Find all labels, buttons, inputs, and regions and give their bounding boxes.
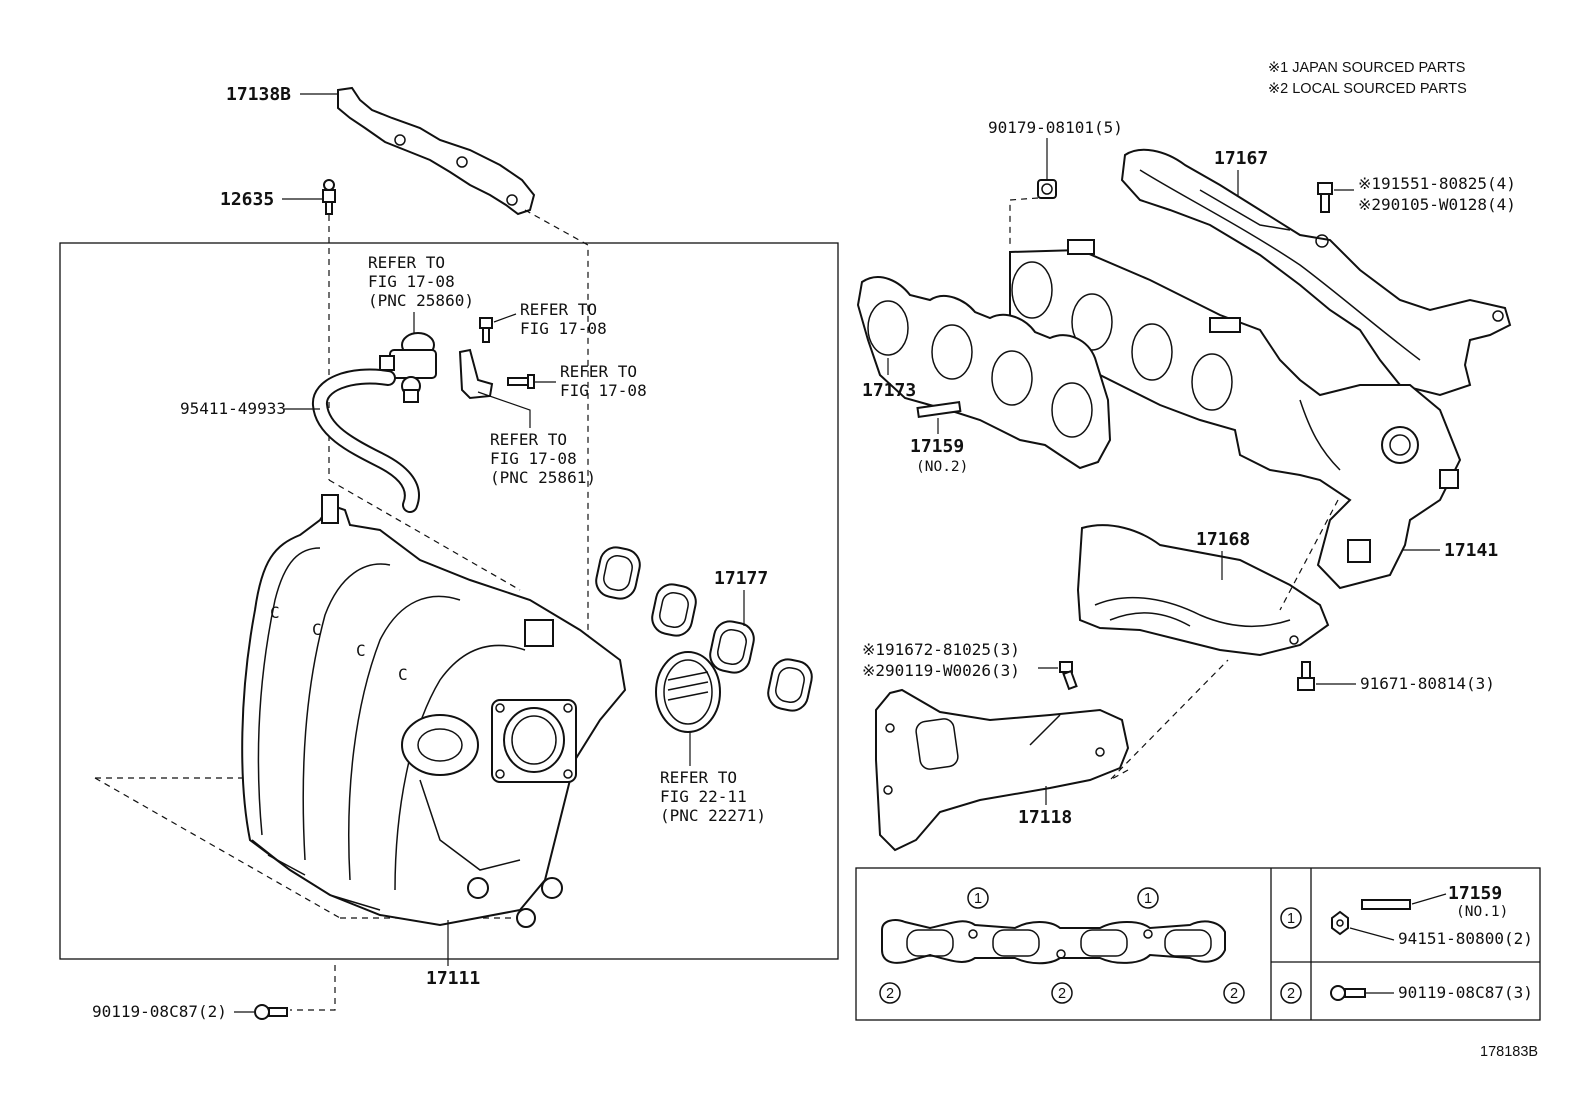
- refer-fig-17-08-screw[interactable]: REFER TO FIG 17-08: [560, 362, 647, 400]
- svg-text:2: 2: [1058, 986, 1066, 1002]
- part-12635-fitting[interactable]: [322, 179, 336, 215]
- label-17111: 17111: [426, 968, 480, 989]
- note-japan-sourced: ※1 JAPAN SOURCED PARTS: [1268, 60, 1465, 76]
- svg-text:REFER TO: REFER TO: [490, 430, 567, 449]
- svg-text:(PNC 25860): (PNC 25860): [368, 291, 474, 310]
- svg-text:(PNC 22271): (PNC 22271): [660, 806, 766, 825]
- svg-text:REFER TO: REFER TO: [660, 768, 737, 787]
- legend-box: [855, 867, 1541, 1021]
- svg-text:REFER TO: REFER TO: [520, 300, 597, 319]
- label-17138b: 17138B: [226, 84, 291, 105]
- label-17159-no1: 17159: [1448, 883, 1502, 904]
- part-90119-08c87-bolt[interactable]: [254, 1004, 288, 1020]
- label-17177: 17177: [714, 568, 768, 589]
- label-95411-49933: 95411-49933: [180, 399, 286, 418]
- label-90119-w0026: ※290119-W0026(3): [862, 661, 1020, 680]
- label-17173: 17173: [862, 380, 916, 401]
- part-throttle-gasket-ring[interactable]: [655, 651, 721, 733]
- label-12635: 12635: [220, 189, 274, 210]
- label-90105-w0128: ※290105-W0128(4): [1358, 195, 1516, 214]
- part-17173-exhaust-gasket[interactable]: [856, 276, 1112, 470]
- part-17141-exhaust-manifold[interactable]: [1009, 239, 1462, 590]
- label-90179-08101: 90179-08101(5): [988, 118, 1123, 137]
- label-17159-no1-note: (NO.1): [1456, 904, 1508, 920]
- refer-fig-17-08-pnc-25860[interactable]: REFER TO FIG 17-08 (PNC 25860): [368, 253, 474, 310]
- svg-text:FIG 22-11: FIG 22-11: [660, 787, 747, 806]
- label-17118: 17118: [1018, 807, 1072, 828]
- callout-1-left: 1: [967, 887, 989, 909]
- part-17138b-bracket[interactable]: [337, 86, 536, 216]
- label-94151-80800: 94151-80800(2): [1398, 929, 1533, 948]
- svg-text:C: C: [270, 603, 280, 622]
- label-17168: 17168: [1196, 529, 1250, 550]
- part-91672-90119-bolt[interactable]: [1059, 661, 1078, 691]
- svg-text:2: 2: [1287, 986, 1295, 1002]
- part-17167-heat-insulator[interactable]: [1120, 148, 1512, 397]
- legend-key-1: 1: [1280, 907, 1302, 929]
- callout-1-right: 1: [1137, 887, 1159, 909]
- callout-2-left: 2: [879, 982, 901, 1004]
- part-17118-bracket[interactable]: [875, 688, 1130, 852]
- svg-text:REFER TO: REFER TO: [560, 362, 637, 381]
- svg-text:FIG 17-08: FIG 17-08: [520, 319, 607, 338]
- svg-text:(PNC 25861): (PNC 25861): [490, 468, 596, 487]
- svg-text:FIG 17-08: FIG 17-08: [368, 272, 455, 291]
- part-vsv-bracket[interactable]: [458, 348, 494, 400]
- part-refer-screw[interactable]: [507, 374, 535, 389]
- part-90179-08101-nut[interactable]: [1037, 179, 1057, 199]
- label-90119-08c87-3: 90119-08C87(3): [1398, 983, 1533, 1002]
- label-91671-80814: 91671-80814(3): [1360, 674, 1495, 693]
- svg-text:2: 2: [1230, 986, 1238, 1002]
- svg-text:C: C: [356, 641, 366, 660]
- part-17168-heat-insulator[interactable]: [1076, 524, 1330, 657]
- svg-text:FIG 17-08: FIG 17-08: [490, 449, 577, 468]
- part-17177-intake-gasket[interactable]: [593, 544, 815, 713]
- part-refer-bolt[interactable]: [479, 317, 493, 343]
- part-17159-stud-no1[interactable]: [1361, 899, 1411, 910]
- label-91672-81025: ※191672-81025(3): [862, 640, 1020, 659]
- svg-text:1: 1: [1287, 911, 1295, 927]
- svg-text:C: C: [312, 620, 322, 639]
- refer-fig-22-11-pnc-22271[interactable]: REFER TO FIG 22-11 (PNC 22271): [660, 768, 766, 825]
- part-91551-90105-bolt[interactable]: [1317, 182, 1333, 213]
- part-17159-stud-no2[interactable]: [916, 400, 962, 419]
- label-17159-no2: 17159: [910, 436, 964, 457]
- part-17111-intake-manifold[interactable]: C C C C: [241, 494, 627, 928]
- callout-2-right: 2: [1223, 982, 1245, 1004]
- part-91671-80814-bolt[interactable]: [1297, 661, 1315, 691]
- svg-text:2: 2: [886, 986, 894, 1002]
- svg-text:1: 1: [974, 891, 982, 907]
- diagram-id: 178183B: [1480, 1044, 1538, 1060]
- svg-text:REFER TO: REFER TO: [368, 253, 445, 272]
- label-90119-08c87-2: 90119-08C87(2): [92, 1002, 227, 1021]
- intake-group-frame: [59, 242, 839, 960]
- part-90119-08c87-bolt-legend[interactable]: [1330, 985, 1366, 1001]
- refer-fig-17-08-bolt[interactable]: REFER TO FIG 17-08: [520, 300, 607, 338]
- refer-fig-17-08-pnc-25861[interactable]: REFER TO FIG 17-08 (PNC 25861): [490, 430, 596, 487]
- label-91551-80825: ※191551-80825(4): [1358, 174, 1516, 193]
- note-local-sourced: ※2 LOCAL SOURCED PARTS: [1268, 81, 1467, 97]
- svg-text:1: 1: [1144, 891, 1152, 907]
- legend-exhaust-gasket: [881, 919, 1226, 965]
- svg-text:C: C: [398, 665, 408, 684]
- svg-text:FIG 17-08: FIG 17-08: [560, 381, 647, 400]
- part-95411-hose[interactable]: [312, 368, 420, 513]
- legend-key-2: 2: [1280, 982, 1302, 1004]
- part-94151-80800-nut[interactable]: [1331, 910, 1349, 936]
- label-17159-no2-note: (NO.2): [916, 459, 968, 475]
- label-17141: 17141: [1444, 540, 1498, 561]
- label-17167: 17167: [1214, 148, 1268, 169]
- callout-2-middle: 2: [1051, 982, 1073, 1004]
- part-vsv-solenoid[interactable]: [379, 332, 437, 403]
